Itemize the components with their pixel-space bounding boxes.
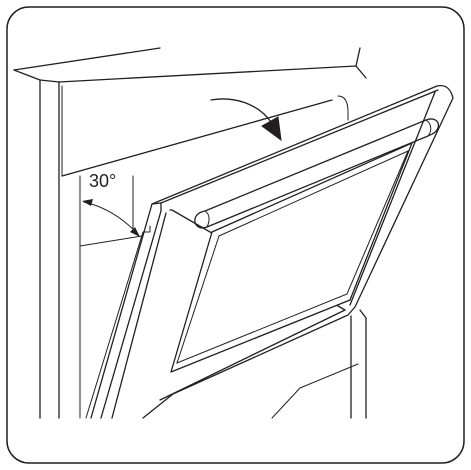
angle-indicator [82,175,140,237]
oven-door [85,84,454,419]
angle-arrowhead-left [82,199,93,206]
diagram-frame [6,6,465,464]
rotation-arrowhead [261,116,282,142]
rotation-arrow [210,98,282,142]
oven-cavity [13,47,367,247]
angle-arrowhead-right [130,227,140,237]
side-panel [39,79,81,419]
lower-cabinet [271,309,367,419]
angle-label: 30° [89,171,117,191]
